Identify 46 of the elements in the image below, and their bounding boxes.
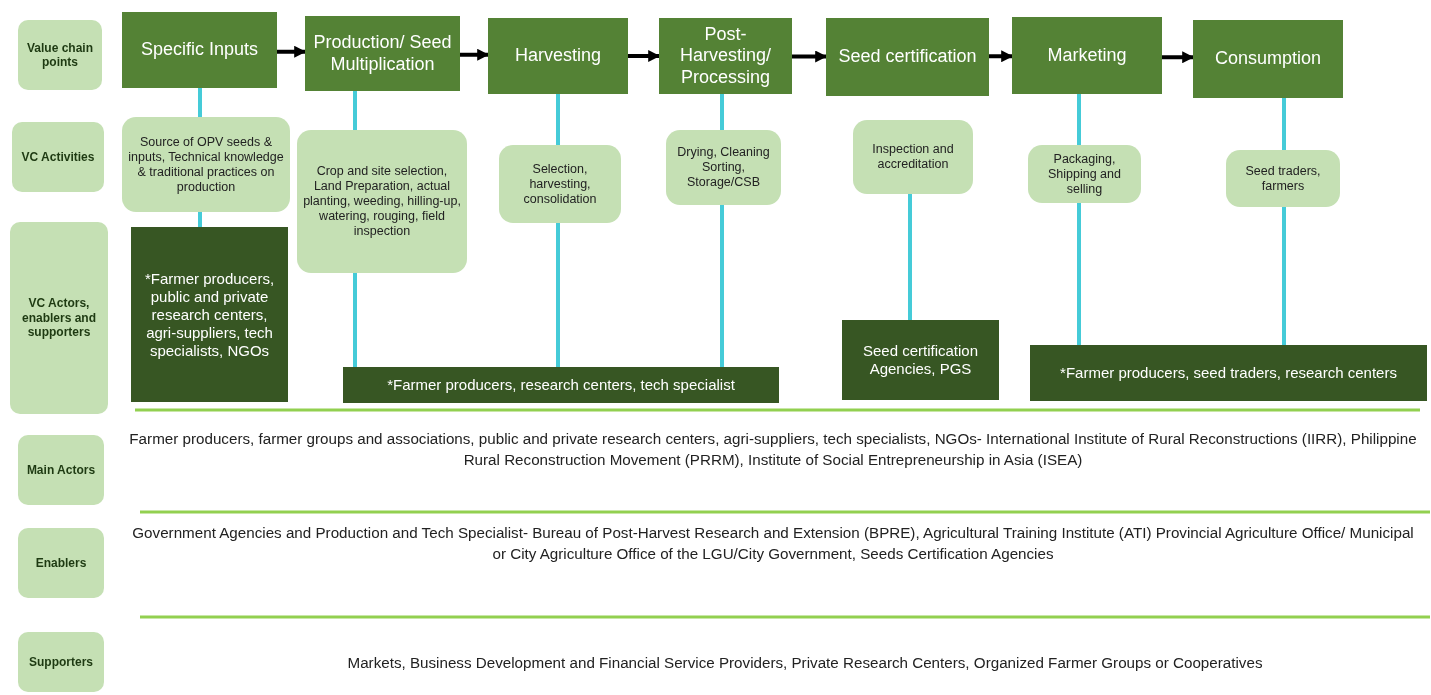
- arrow: [628, 50, 661, 62]
- row-header: Main Actors: [18, 435, 104, 505]
- row-header: Value chain points: [18, 20, 102, 90]
- stage-box: Specific Inputs: [122, 12, 277, 88]
- connector-line: [1077, 203, 1081, 345]
- actor-box: *Farmer producers, seed traders, research centers: [1030, 345, 1427, 401]
- description-text: Markets, Business Development and Financial Service Providers, Private Research Centers, Organized Farmer Groups or Cooperatives: [346, 653, 1264, 673]
- connector-line: [1077, 94, 1081, 145]
- stage-box: Harvesting: [488, 18, 628, 94]
- connector-line: [720, 94, 724, 130]
- connector-line: [720, 205, 724, 367]
- connector-line: [353, 273, 357, 367]
- stage-box: Marketing: [1012, 17, 1162, 94]
- activity-box: Seed traders, farmers: [1226, 150, 1340, 207]
- stage-box: Post-Harvesting/ Processing: [659, 18, 792, 94]
- description-text: Government Agencies and Production and Tech Specialist- Bureau of Post-Harvest Research and Extension (BPRE), Agricultural Training Institute (ATI) Provincial Agriculture Office/ Municipal or City Agriculture Office of the LGU/City Government, Seeds Certification Agencies: [131, 523, 1415, 565]
- actor-box: *Farmer producers, public and private research centers, agri-suppliers, tech specialists, NGOs: [131, 227, 288, 402]
- activity-box: Source of OPV seeds & inputs, Technical knowledge & traditional practices on production: [122, 117, 290, 212]
- connector-line: [1282, 207, 1286, 345]
- connector-line: [198, 88, 202, 117]
- activity-box: Packaging, Shipping and selling: [1028, 145, 1141, 203]
- stage-box: Production/ Seed Multiplication: [305, 16, 460, 91]
- connector-line: [353, 91, 357, 130]
- actor-box: Seed certification Agencies, PGS: [842, 320, 999, 400]
- row-header: Enablers: [18, 528, 104, 598]
- connector-line: [556, 94, 560, 145]
- arrow: [460, 48, 490, 61]
- row-header: VC Activities: [12, 122, 104, 192]
- connector-line: [556, 223, 560, 367]
- arrow: [1162, 51, 1195, 64]
- stage-box: Seed certification: [826, 18, 989, 96]
- actor-box: *Farmer producers, research centers, tech specialist: [343, 367, 779, 403]
- stage-box: Consumption: [1193, 20, 1343, 98]
- row-header: VC Actors, enablers and supporters: [10, 222, 108, 414]
- connector-line: [1282, 98, 1286, 150]
- activity-box: Selection, harvesting, consolidation: [499, 145, 621, 223]
- row-header: Supporters: [18, 632, 104, 692]
- activity-box: Inspection and accreditation: [853, 120, 973, 194]
- connector-line: [198, 212, 202, 227]
- activity-box: Crop and site selection, Land Preparation, actual planting, weeding, hilling-up, watering, rouging, field inspection: [297, 130, 467, 273]
- description-text: Farmer producers, farmer groups and associations, public and private research centers, agri-suppliers, tech specialists, NGOs- International Institute of Rural Reconstructions (IIRR), Philippine Rural Reconstruction Movement (PRRM), Institute of Social Entrepreneurship in Asia (ISEA): [128, 429, 1418, 471]
- connector-line: [908, 194, 912, 320]
- arrow: [989, 50, 1014, 63]
- arrow: [277, 45, 307, 58]
- arrow: [792, 50, 828, 63]
- activity-box: Drying, Cleaning Sorting, Storage/CSB: [666, 130, 781, 205]
